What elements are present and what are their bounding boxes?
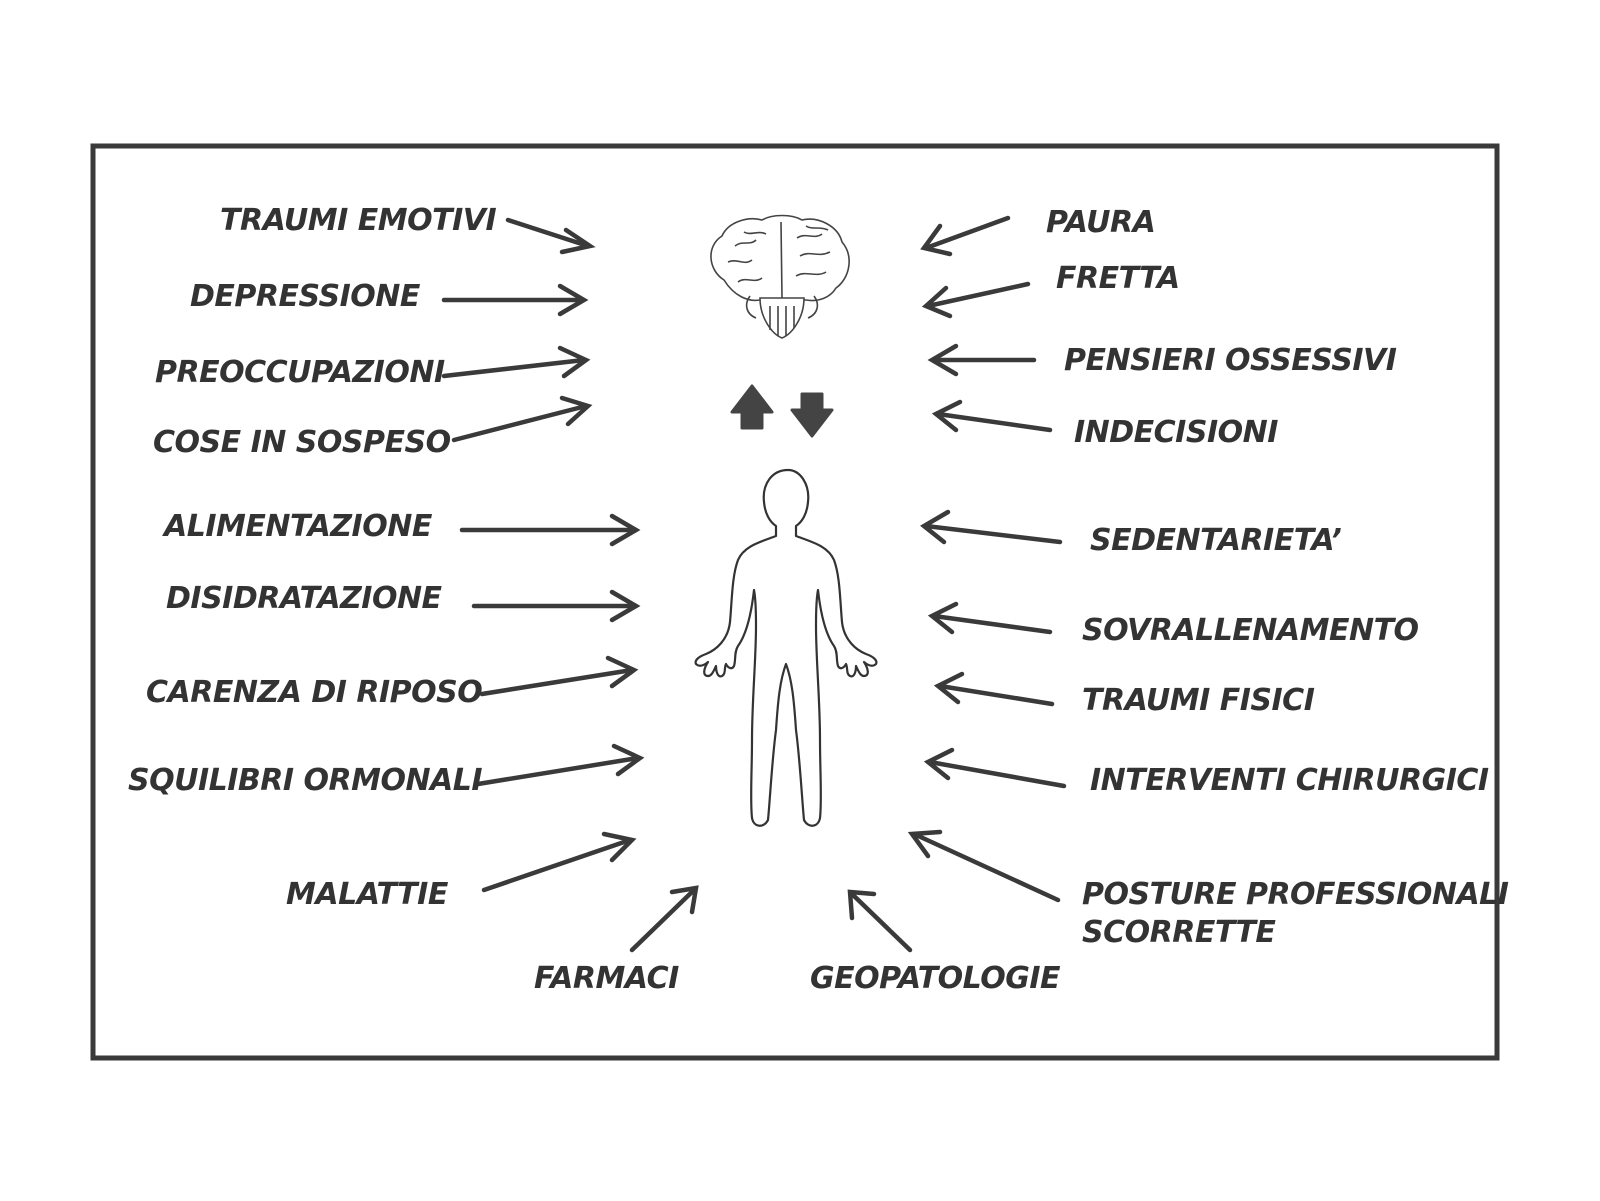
diagram-frame xyxy=(90,143,1500,1061)
arrow-farmaci xyxy=(629,885,699,953)
label-squilibri-ormonali: SQUILIBRI ORMONALI xyxy=(128,763,483,798)
arrow-traumi-emotivi xyxy=(505,217,596,255)
arrow-alimentazione xyxy=(459,513,641,547)
label-interventi-chirurgici: INTERVENTI CHIRURGICI xyxy=(1090,763,1489,798)
arrow-geopatologie xyxy=(847,889,913,953)
label-depressione: DEPRESSIONE xyxy=(190,279,420,314)
label-alimentazione: ALIMENTAZIONE xyxy=(164,509,432,544)
arrow-paura xyxy=(920,215,1011,257)
label-paura: PAURA xyxy=(1046,205,1156,240)
arrow-fretta xyxy=(921,281,1031,319)
arrow-posture-professionali xyxy=(907,829,1061,903)
label-fretta: FRETTA xyxy=(1056,261,1180,296)
label-posture-line2: SCORRETTE xyxy=(1082,915,1276,950)
arrow-sovrallenamento xyxy=(927,601,1053,635)
label-traumi-fisici: TRAUMI FISICI xyxy=(1082,683,1315,718)
arrow-cose-in-sospeso xyxy=(451,395,593,443)
human-body-icon xyxy=(694,468,878,827)
label-sedentarieta: SEDENTARIETA’ xyxy=(1090,523,1342,558)
arrow-up-icon xyxy=(730,384,774,430)
arrow-disidratazione xyxy=(471,589,641,623)
label-pensieri-ossessivi: PENSIERI OSSESSIVI xyxy=(1064,343,1397,378)
label-cose-in-sospeso: COSE IN SOSPESO xyxy=(153,425,451,460)
arrow-carenza-di-riposo xyxy=(479,655,639,697)
arrow-indecisioni xyxy=(931,399,1053,433)
label-indecisioni: INDECISIONI xyxy=(1074,415,1278,450)
arrow-down-icon xyxy=(790,392,834,438)
label-preoccupazioni: PREOCCUPAZIONI xyxy=(155,355,445,390)
label-traumi-emotivi: TRAUMI EMOTIVI xyxy=(220,203,497,238)
arrow-preoccupazioni xyxy=(441,345,591,379)
label-geopatologie: GEOPATOLOGIE xyxy=(810,961,1061,996)
arrow-traumi-fisici xyxy=(933,671,1055,707)
arrow-malattie xyxy=(481,831,637,893)
arrow-sedentarieta xyxy=(920,509,1063,545)
arrow-interventi-chirurgici xyxy=(923,747,1067,789)
label-malattie: MALATTIE xyxy=(286,877,448,912)
label-sovrallenamento: SOVRALLENAMENTO xyxy=(1082,613,1419,648)
arrow-squilibri-ormonali xyxy=(475,743,645,787)
brain-icon xyxy=(710,214,850,339)
label-farmaci: FARMACI xyxy=(534,961,679,996)
arrow-depressione xyxy=(441,283,589,317)
arrow-pensieri-ossessivi xyxy=(927,343,1037,377)
label-disidratazione: DISIDRATAZIONE xyxy=(166,581,442,616)
label-carenza-di-riposo: CARENZA DI RIPOSO xyxy=(146,675,483,710)
label-posture-line1: POSTURE PROFESSIONALI xyxy=(1082,877,1509,912)
label-posture-professionali-scorrette: POSTURE PROFESSIONALI SCORRETTE xyxy=(1082,876,1509,952)
